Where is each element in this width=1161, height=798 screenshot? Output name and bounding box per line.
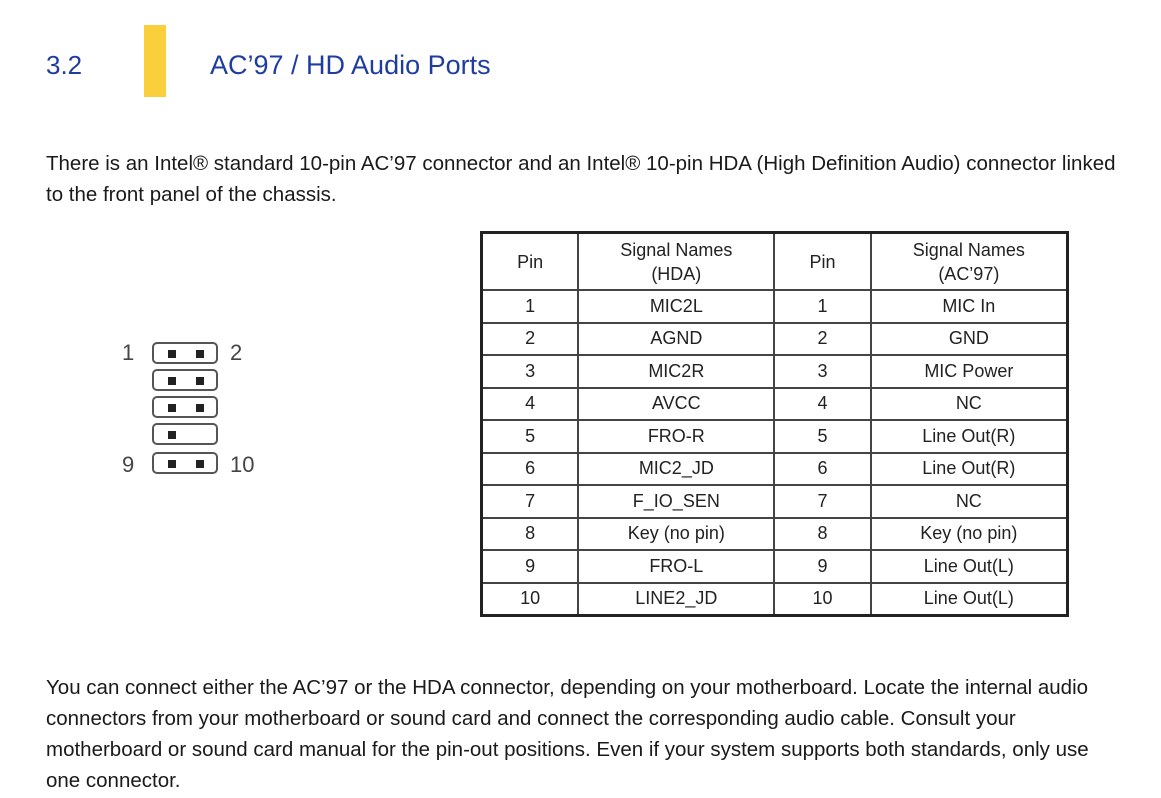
cell-signal-hda: MIC2R bbox=[577, 354, 776, 389]
cell-pin-ac97: 10 bbox=[773, 581, 872, 617]
cell-signal-ac97: Key (no pin) bbox=[869, 516, 1069, 551]
table-row: 3 MIC2R 3 MIC Power bbox=[480, 354, 1069, 389]
header-pin-hda: Pin bbox=[480, 231, 580, 291]
header-signal-hda-line2: (HDA) bbox=[651, 263, 702, 284]
cell-pin-hda: 4 bbox=[480, 386, 580, 421]
header-signal-ac97-line2: (AC’97) bbox=[938, 263, 1000, 284]
pin-label-9: 9 bbox=[122, 452, 135, 477]
cell-pin-hda: 10 bbox=[480, 581, 580, 617]
table-row: 9 FRO-L 9 Line Out(L) bbox=[480, 549, 1069, 584]
pin bbox=[168, 460, 176, 468]
cell-pin-hda: 8 bbox=[480, 516, 580, 551]
header-signal-ac97: Signal Names (AC’97) bbox=[869, 231, 1069, 291]
cell-pin-hda: 7 bbox=[480, 484, 580, 519]
pin-label-2: 2 bbox=[230, 340, 243, 365]
cell-pin-hda: 9 bbox=[480, 549, 580, 584]
pin-label-1: 1 bbox=[122, 340, 135, 365]
header-pin-ac97: Pin bbox=[773, 231, 872, 291]
cell-pin-ac97: 8 bbox=[773, 516, 872, 551]
cell-signal-ac97: Line Out(L) bbox=[869, 581, 1069, 617]
cell-pin-hda: 2 bbox=[480, 321, 580, 356]
intro-paragraph: There is an Intel® standard 10-pin AC’97… bbox=[46, 152, 1116, 206]
pin-row bbox=[152, 369, 218, 391]
connector-pin-diagram: 1 2 9 10 bbox=[118, 336, 268, 486]
section-number: 3.2 bbox=[46, 50, 83, 80]
pin bbox=[168, 404, 176, 412]
cell-pin-ac97: 3 bbox=[773, 354, 872, 389]
cell-signal-ac97: Line Out(R) bbox=[869, 419, 1069, 454]
cell-pin-hda: 5 bbox=[480, 419, 580, 454]
pin bbox=[196, 377, 204, 385]
pin bbox=[168, 377, 176, 385]
pin bbox=[196, 350, 204, 358]
section-title: AC’97 / HD Audio Ports bbox=[210, 50, 491, 80]
cell-signal-ac97: NC bbox=[869, 484, 1069, 519]
cell-signal-hda: LINE2_JD bbox=[577, 581, 776, 617]
pin-row bbox=[152, 452, 218, 474]
pin-row bbox=[152, 342, 218, 364]
table-row: 8 Key (no pin) 8 Key (no pin) bbox=[480, 516, 1069, 551]
cell-signal-hda: F_IO_SEN bbox=[577, 484, 776, 519]
table-row: 10 LINE2_JD 10 Line Out(L) bbox=[480, 581, 1069, 617]
cell-signal-ac97: Line Out(L) bbox=[869, 549, 1069, 584]
table-row: 7 F_IO_SEN 7 NC bbox=[480, 484, 1069, 519]
outro-paragraph: You can connect either the AC’97 or the … bbox=[46, 676, 1089, 792]
pin bbox=[168, 350, 176, 358]
table-row: 5 FRO-R 5 Line Out(R) bbox=[480, 419, 1069, 454]
cell-signal-ac97: NC bbox=[869, 386, 1069, 421]
cell-pin-ac97: 5 bbox=[773, 419, 872, 454]
cell-pin-ac97: 7 bbox=[773, 484, 872, 519]
cell-signal-hda: MIC2L bbox=[577, 289, 776, 324]
table-row: 1 MIC2L 1 MIC In bbox=[480, 289, 1069, 324]
table-header-row: Pin Signal Names (HDA) Pin Signal Names … bbox=[480, 231, 1069, 291]
cell-pin-ac97: 1 bbox=[773, 289, 872, 324]
pin-row bbox=[152, 396, 218, 418]
cell-signal-hda: FRO-R bbox=[577, 419, 776, 454]
cell-pin-ac97: 6 bbox=[773, 451, 872, 486]
cell-pin-ac97: 9 bbox=[773, 549, 872, 584]
cell-pin-hda: 1 bbox=[480, 289, 580, 324]
cell-signal-ac97: MIC Power bbox=[869, 354, 1069, 389]
pin bbox=[168, 431, 176, 439]
cell-signal-hda: MIC2_JD bbox=[577, 451, 776, 486]
cell-signal-ac97: GND bbox=[869, 321, 1069, 356]
cell-signal-hda: FRO-L bbox=[577, 549, 776, 584]
cell-signal-ac97: Line Out(R) bbox=[869, 451, 1069, 486]
pin-label-10: 10 bbox=[230, 452, 255, 477]
table-row: 6 MIC2_JD 6 Line Out(R) bbox=[480, 451, 1069, 486]
cell-signal-hda: Key (no pin) bbox=[577, 516, 776, 551]
pin bbox=[196, 460, 204, 468]
cell-pin-hda: 6 bbox=[480, 451, 580, 486]
header-signal-ac97-line1: Signal Names bbox=[912, 239, 1025, 260]
pin bbox=[196, 404, 204, 412]
table-row: 2 AGND 2 GND bbox=[480, 321, 1069, 356]
cell-signal-hda: AVCC bbox=[577, 386, 776, 421]
cell-pin-ac97: 2 bbox=[773, 321, 872, 356]
table-row: 4 AVCC 4 NC bbox=[480, 386, 1069, 421]
cell-pin-hda: 3 bbox=[480, 354, 580, 389]
pin-assignment-table: Pin Signal Names (HDA) Pin Signal Names … bbox=[480, 231, 1069, 617]
pin-row-keyed bbox=[152, 423, 218, 445]
cell-signal-ac97: MIC In bbox=[869, 289, 1069, 324]
cell-signal-hda: AGND bbox=[577, 321, 776, 356]
header-signal-hda: Signal Names (HDA) bbox=[577, 231, 776, 291]
cell-pin-ac97: 4 bbox=[773, 386, 872, 421]
section-accent-bar bbox=[144, 25, 166, 97]
header-signal-hda-line1: Signal Names bbox=[620, 239, 733, 260]
